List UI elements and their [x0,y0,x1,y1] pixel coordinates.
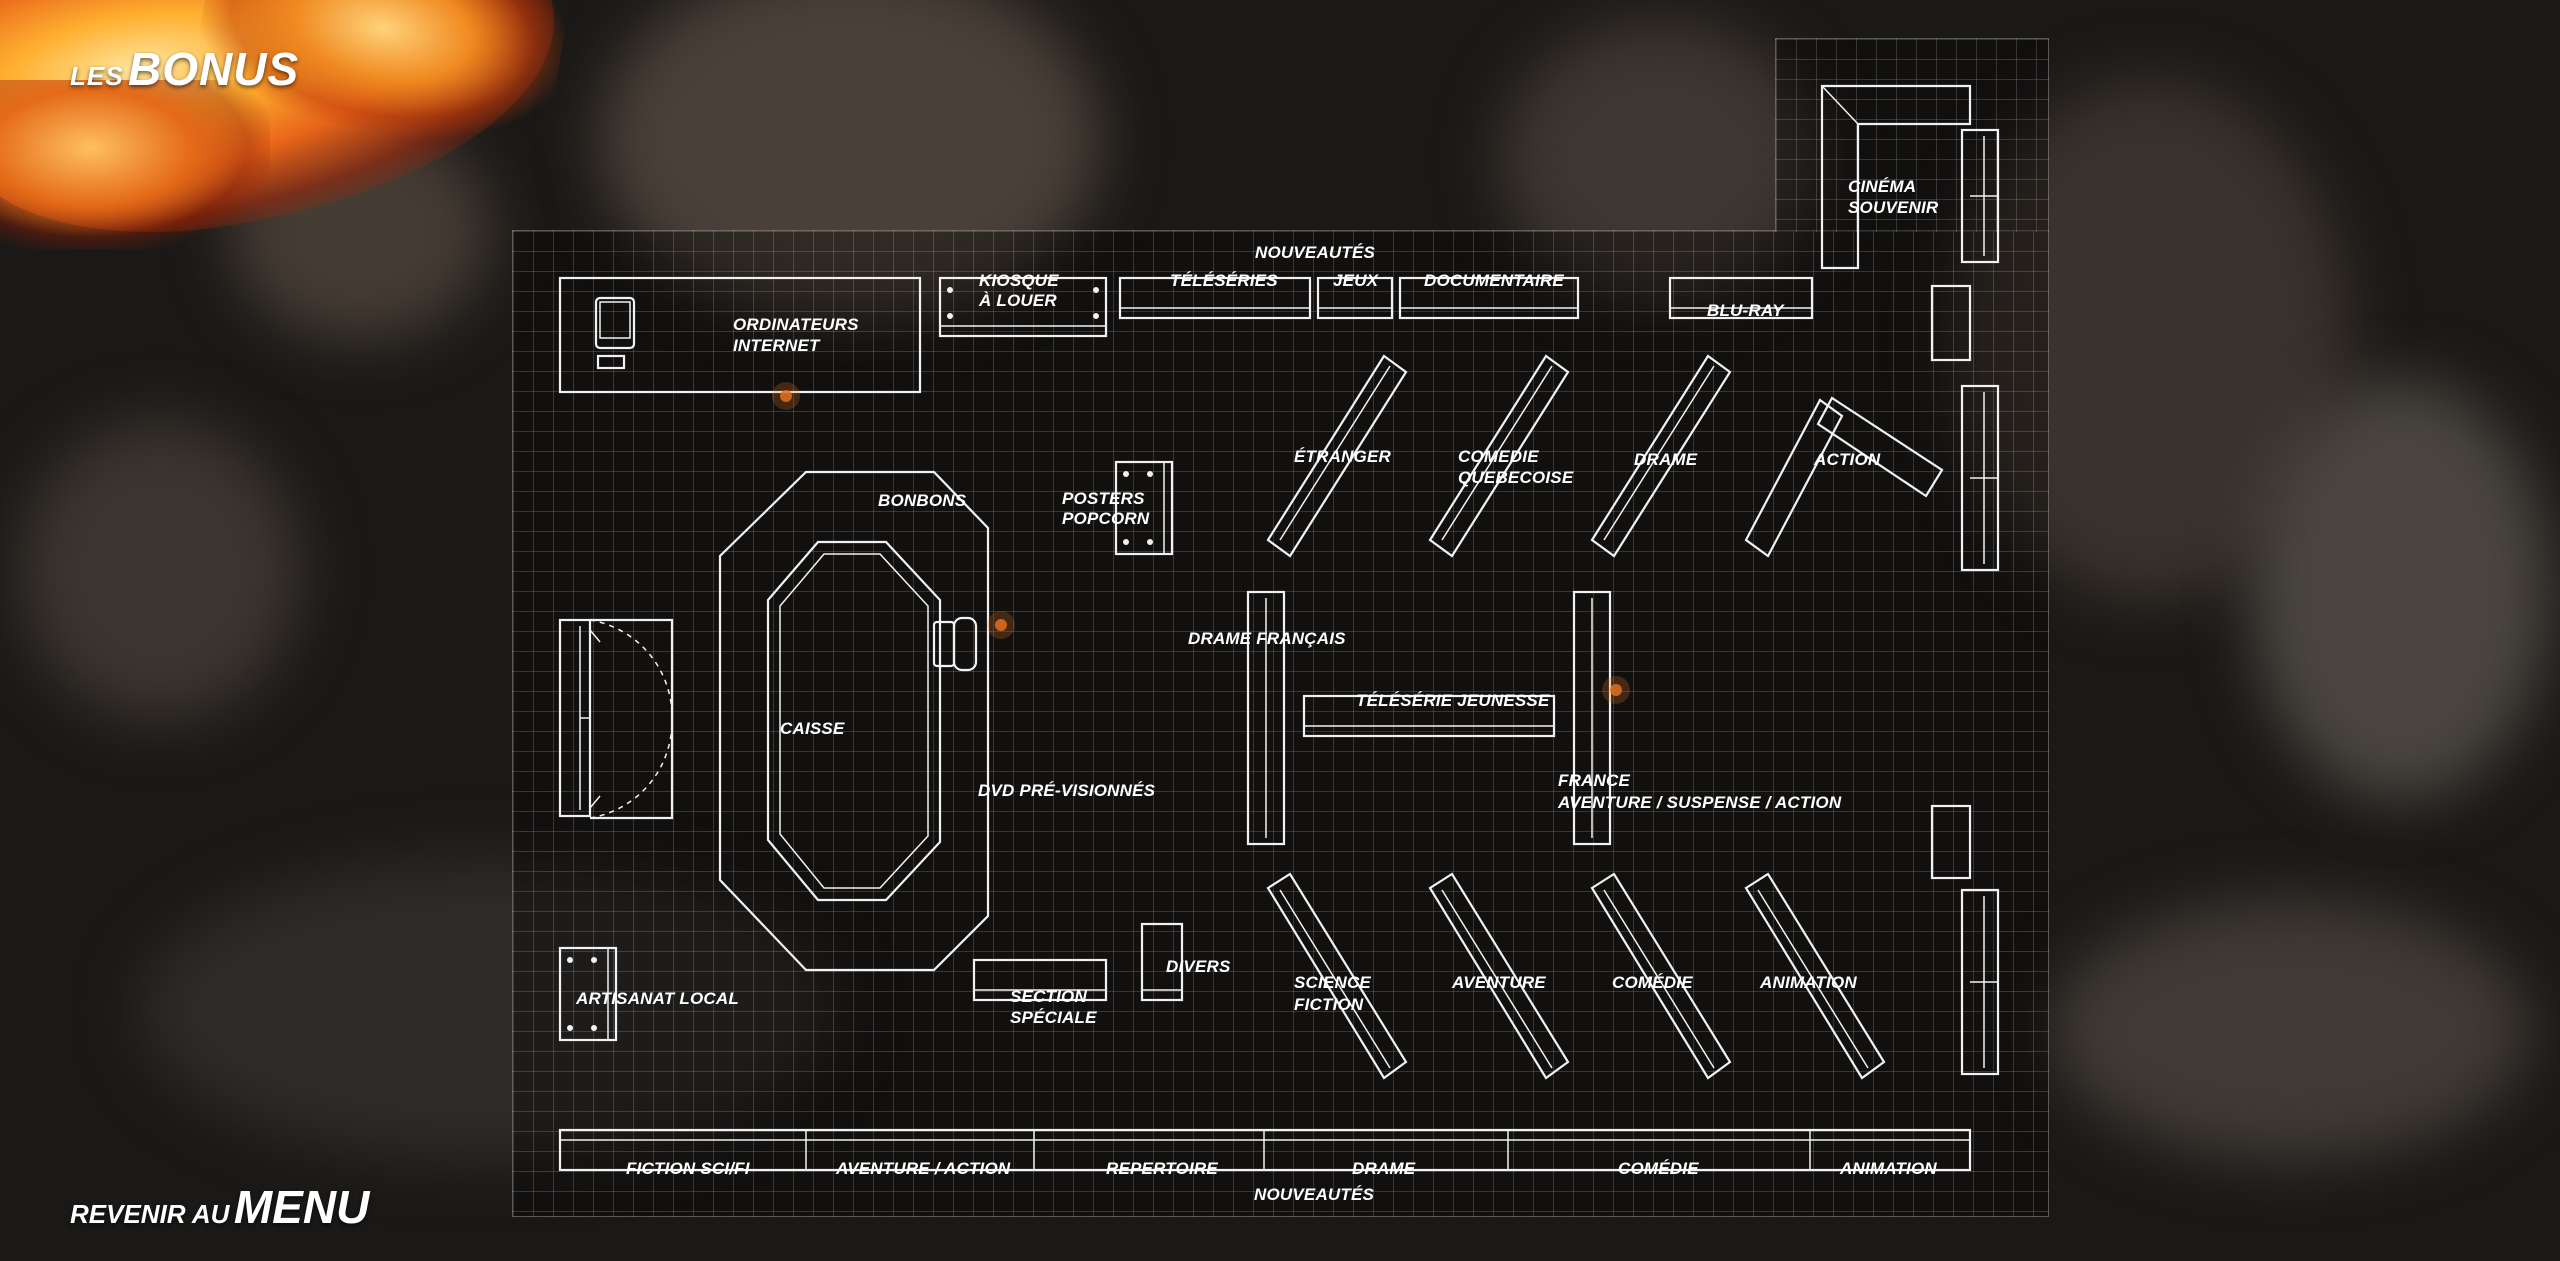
label-kiosque-2: À LOUER [978,291,1057,310]
label-aventure: AVENTURE [1451,973,1546,992]
shelf-science-fiction[interactable]: SCIENCE FICTION [1266,872,1408,1080]
zone-caisse[interactable]: BONBONS CAISSE [718,470,990,972]
label-comedie: COMÉDIE [1612,973,1693,992]
label-action: ACTION [1813,450,1881,469]
shelf-documentaire[interactable]: DOCUMENTAIRE [1398,271,1580,320]
shelf-action[interactable]: ACTION [1744,396,1944,558]
entrance-doors[interactable] [558,618,674,820]
label-comedie-qc-1: COMEDIE [1458,447,1539,466]
section-title-prefix: LES [70,61,124,91]
label-drame: DRAME [1634,450,1698,469]
hotspot-ordinateurs[interactable] [780,390,792,402]
label-divers: DIVERS [1166,957,1231,976]
zone-kiosque[interactable]: KIOSQUE À LOUER [938,271,1108,338]
label-posters-1: POSTERS [1062,489,1145,508]
label-nouveautes-bottom: NOUVEAUTÉS [1254,1185,1375,1204]
label-bottom-shelf[interactable]: FICTION SCI/FI [626,1159,751,1178]
shelf-france[interactable]: FRANCE AVENTURE / SUSPENSE / ACTION [1557,590,1842,846]
shelf-aventure[interactable]: AVENTURE [1428,872,1570,1080]
label-cinema-2: SOUVENIR [1848,198,1939,217]
label-caisse: CAISSE [780,719,845,738]
shelf-teleseries[interactable]: TÉLÉSÉRIES [1118,271,1312,320]
label-section-speciale-2: SPÉCIALE [1010,1008,1097,1027]
back-to-menu-prefix: REVENIR AU [70,1199,230,1229]
shelf-nouveautes-bottom[interactable] [558,1128,1972,1172]
label-science-fiction-1: SCIENCE [1294,973,1371,992]
label-nouveautes-top: NOUVEAUTÉS [1255,243,1376,262]
label-animation: ANIMATION [1759,973,1857,992]
zone-section-speciale[interactable]: SECTION SPÉCIALE [972,958,1108,1027]
label-ordinateurs-2: INTERNET [733,336,821,355]
label-artisanat: ARTISANAT LOCAL [575,989,739,1008]
wall-shelves-right[interactable] [1930,128,2000,1076]
label-drame-francais: DRAME FRANÇAIS [1188,629,1346,648]
label-bottom-shelf[interactable]: AVENTURE / ACTION [835,1159,1011,1178]
label-etranger: ÉTRANGER [1294,447,1392,466]
label-france-1: FRANCE [1558,771,1630,790]
shelf-animation[interactable]: ANIMATION [1744,872,1886,1080]
hotspot-caisse[interactable] [995,619,1007,631]
zone-divers[interactable]: DIVERS [1140,922,1231,1002]
label-ordinateurs-1: ORDINATEURS [733,315,859,334]
label-blu-ray: BLU-RAY [1707,301,1785,320]
shelf-drame-francais[interactable]: DRAME FRANÇAIS [1188,590,1346,846]
shelf-jeux[interactable]: JEUX [1316,271,1394,320]
section-title: LES BONUS [70,42,299,96]
label-dvd-previsionnes: DVD PRÉ-VISIONNÉS [978,781,1156,800]
shelf-teleserie-jeunesse[interactable]: TÉLÉSÉRIE JEUNESSE [1302,691,1556,738]
label-jeux: JEUX [1333,271,1380,290]
label-bonbons: BONBONS [878,491,967,510]
shelf-blu-ray[interactable]: BLU-RAY [1668,276,1814,320]
label-documentaire: DOCUMENTAIRE [1424,271,1564,290]
label-teleseries: TÉLÉSÉRIES [1170,271,1278,290]
zone-artisanat-local[interactable]: ARTISANAT LOCAL [558,946,739,1042]
label-teleserie-jeunesse: TÉLÉSÉRIE JEUNESSE [1356,691,1550,710]
flame-decoration-3 [0,80,270,250]
shelf-comedie[interactable]: COMÉDIE [1590,872,1732,1080]
label-comedie-qc-2: QUEBECOISE [1458,468,1574,487]
label-bottom-shelf[interactable]: ANIMATION [1839,1159,1937,1178]
shelf-drame[interactable]: DRAME [1590,354,1732,558]
label-cinema-1: CINÉMA [1848,177,1916,196]
label-bottom-shelf[interactable]: COMÉDIE [1618,1159,1699,1178]
hotspot-france[interactable] [1610,684,1622,696]
label-kiosque-1: KIOSQUE [979,271,1059,290]
back-to-menu-title: MENU [233,1181,370,1233]
back-to-menu-link[interactable]: REVENIR AU MENU [70,1180,369,1234]
bottom-shelf-labels: FICTION SCI/FI AVENTURE / ACTION REPERTO… [626,1159,1937,1178]
zone-ordinateurs[interactable]: ORDINATEURS INTERNET [558,276,922,394]
label-bottom-shelf[interactable]: DRAME [1352,1159,1416,1178]
zone-posters-popcorn[interactable]: POSTERS POPCORN [1062,460,1174,556]
shelf-etranger[interactable]: ÉTRANGER [1266,354,1408,558]
section-title-main: BONUS [128,43,300,95]
zone-cinema-souvenir[interactable]: CINÉMA SOUVENIR [1820,84,1972,270]
shelf-comedie-quebecoise[interactable]: COMEDIE QUEBECOISE [1428,354,1574,558]
label-posters-2: POPCORN [1062,509,1150,528]
label-france-2: AVENTURE / SUSPENSE / ACTION [1557,793,1842,812]
label-science-fiction-2: FICTION [1294,995,1364,1014]
label-bottom-shelf[interactable]: REPERTOIRE [1106,1159,1218,1178]
label-section-speciale-1: SECTION [1010,987,1087,1006]
